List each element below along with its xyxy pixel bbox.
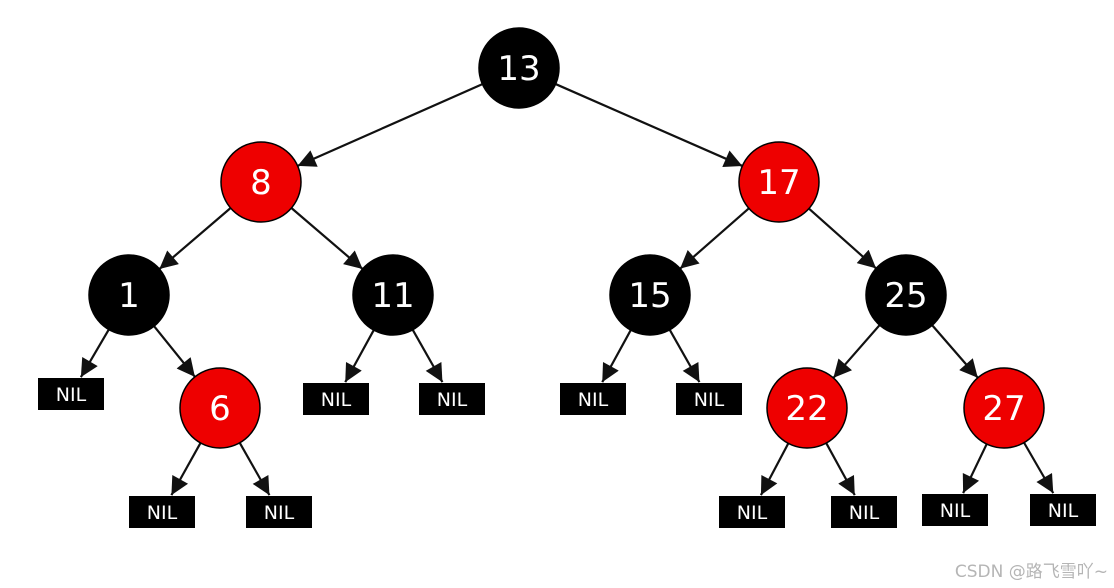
node-circle	[352, 254, 434, 336]
tree-node-17: 17	[738, 141, 820, 223]
nil-leaf: NIL	[560, 383, 626, 415]
node-circle	[88, 254, 170, 336]
nil-leaf: NIL	[676, 383, 742, 415]
nil-box	[719, 496, 785, 528]
watermark: CSDN @路飞雪吖~	[954, 562, 1108, 582]
edge-n22-nil9	[825, 442, 856, 496]
node-label: 17	[757, 163, 800, 203]
nil-leaf: NIL	[831, 496, 897, 528]
nil-box	[129, 496, 195, 528]
tree-node-11: 11	[352, 254, 434, 336]
node-label: 22	[785, 389, 828, 429]
nil-leaf: NIL	[719, 496, 785, 528]
edge-n17-n25	[808, 207, 877, 270]
nil-label: NIL	[321, 389, 352, 411]
edge-n27-nil11	[1023, 442, 1055, 494]
tree-node-1: 1	[88, 254, 170, 336]
nil-box	[831, 496, 897, 528]
tree-node-27: 27	[963, 367, 1045, 449]
nil-leaf: NIL	[38, 378, 104, 410]
edge-n1-n6	[153, 325, 196, 378]
nil-box	[1030, 494, 1096, 526]
edge-n13-n17	[555, 83, 743, 167]
nil-box	[676, 383, 742, 415]
nil-label: NIL	[147, 502, 178, 524]
edge-n1-nil1	[79, 328, 110, 378]
node-circle	[609, 254, 691, 336]
tree-node-15: 15	[609, 254, 691, 336]
node-label: 6	[209, 389, 231, 429]
node-circle	[220, 141, 302, 223]
tree-node-22: 22	[766, 367, 848, 449]
nil-leaf: NIL	[246, 496, 312, 528]
node-circle	[179, 367, 261, 449]
edge-n25-n22	[832, 324, 881, 379]
node-circle	[963, 367, 1045, 449]
node-label: 8	[250, 163, 272, 203]
edge-n27-nil10	[962, 443, 988, 494]
edge-n22-nil8	[759, 442, 790, 496]
node-label: 27	[982, 389, 1025, 429]
node-circle	[865, 254, 947, 336]
tree-node-25: 25	[865, 254, 947, 336]
nil-label: NIL	[437, 389, 468, 411]
nil-label: NIL	[264, 502, 295, 524]
tree-node-8: 8	[220, 141, 302, 223]
nil-box	[246, 496, 312, 528]
node-circle	[478, 27, 560, 109]
nil-box	[38, 378, 104, 410]
edge-n15-nil6	[601, 329, 632, 383]
edge-n8-n11	[290, 207, 364, 270]
node-circle	[766, 367, 848, 449]
nil-leaf: NIL	[419, 383, 485, 415]
edge-n6-nil2	[170, 442, 202, 496]
edge-n6-nil3	[238, 442, 271, 496]
nil-box	[922, 494, 988, 526]
edge-n13-n8	[297, 83, 483, 167]
node-label: 11	[371, 276, 414, 316]
edge-n11-nil4	[344, 329, 375, 383]
nil-box	[419, 383, 485, 415]
node-circle	[738, 141, 820, 223]
edges-layer	[79, 83, 1055, 496]
nil-label: NIL	[940, 500, 971, 522]
nil-label: NIL	[737, 502, 768, 524]
nil-leaf: NIL	[129, 496, 195, 528]
nil-box	[303, 383, 369, 415]
nil-box	[560, 383, 626, 415]
node-label: 25	[884, 276, 927, 316]
nil-label: NIL	[694, 389, 725, 411]
tree-node-13: 13	[478, 27, 560, 109]
nil-leaf: NIL	[1030, 494, 1096, 526]
nil-label: NIL	[849, 502, 880, 524]
nil-leaf: NIL	[303, 383, 369, 415]
nil-leaf: NIL	[922, 494, 988, 526]
node-label: 1	[118, 276, 140, 316]
nil-label: NIL	[578, 389, 609, 411]
nil-label: NIL	[56, 384, 87, 406]
edge-n25-n27	[931, 324, 979, 379]
node-label: 13	[497, 49, 540, 89]
nil-label: NIL	[1048, 500, 1079, 522]
node-label: 15	[628, 276, 671, 316]
tree-node-6: 6	[179, 367, 261, 449]
edge-n11-nil5	[411, 329, 444, 383]
edge-n8-n1	[158, 207, 232, 270]
edge-n17-n15	[679, 207, 750, 270]
edge-n15-nil7	[668, 329, 701, 383]
